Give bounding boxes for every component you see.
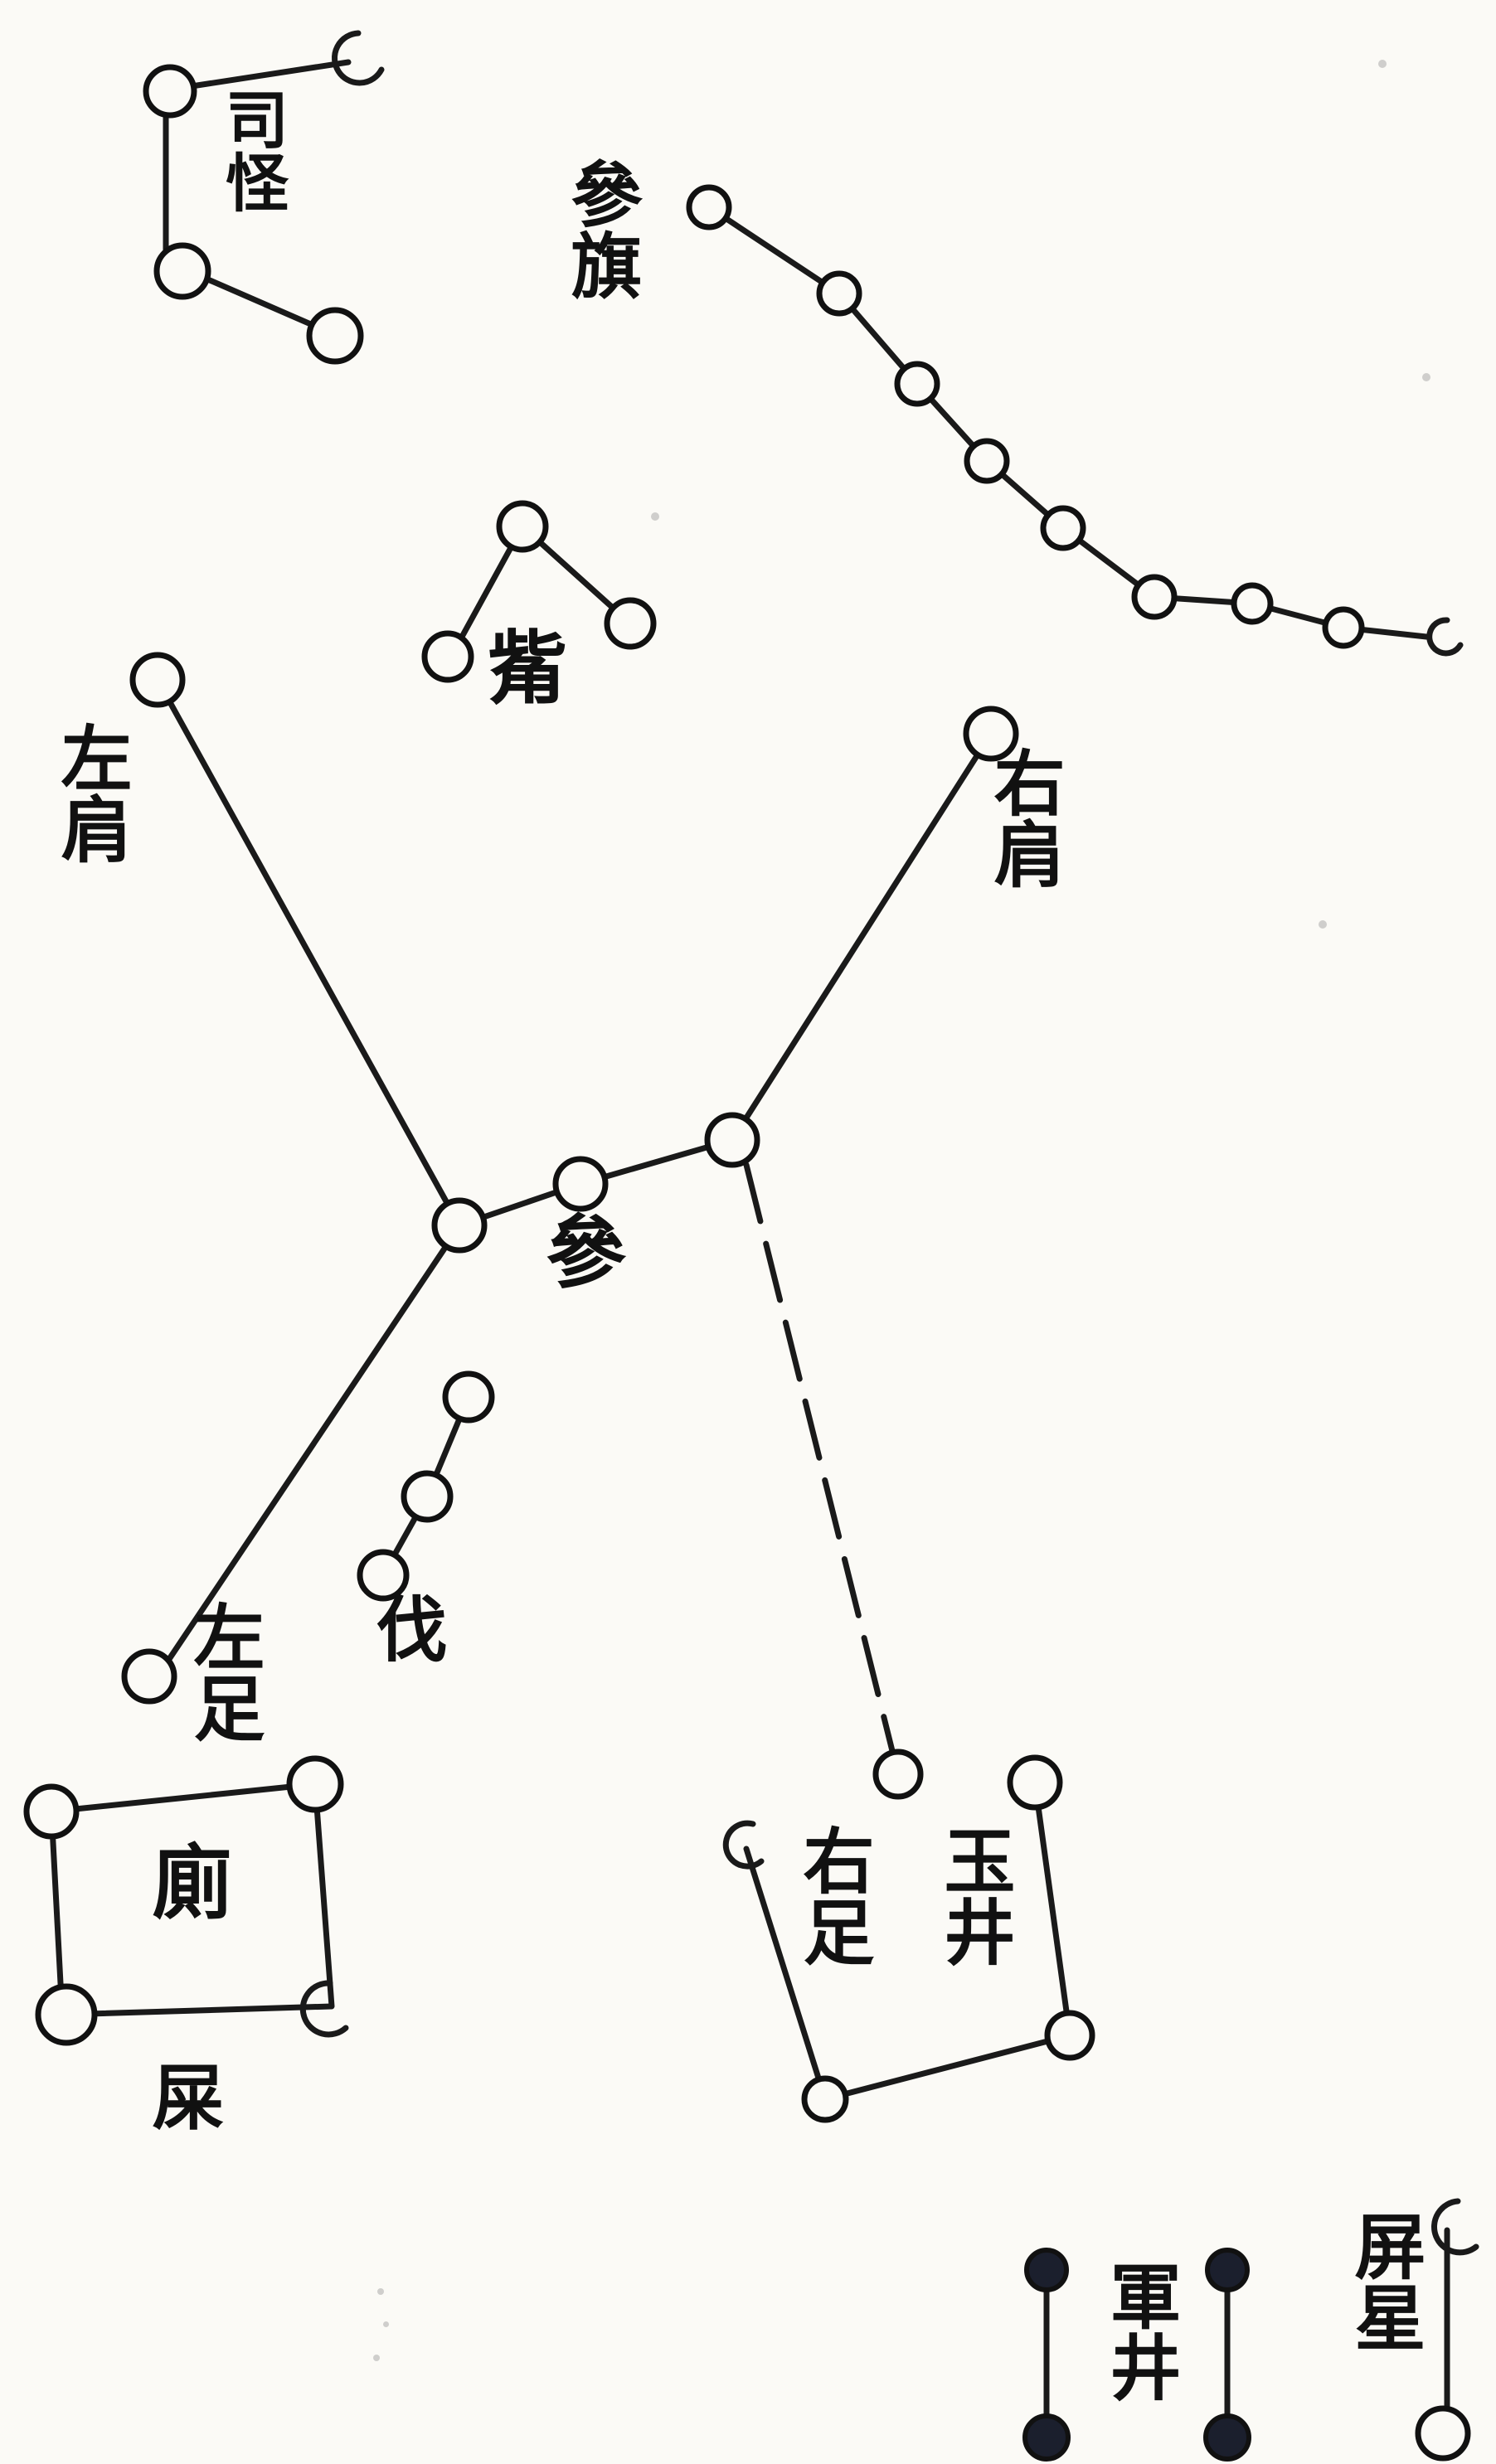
jun-jing-label: 軍井 bbox=[1097, 2259, 1181, 2402]
dark-star bbox=[1203, 2413, 1251, 2462]
ce-asterism bbox=[23, 1755, 349, 2046]
fa-asterism bbox=[357, 1370, 495, 1602]
partial-star bbox=[1426, 617, 1464, 657]
si-guai-line bbox=[167, 59, 352, 93]
star bbox=[143, 64, 197, 119]
star bbox=[357, 1549, 410, 1602]
shen-qi-label: 參旗 bbox=[558, 158, 642, 300]
yu-jing-line bbox=[743, 1779, 1073, 2103]
paper-speck bbox=[373, 2355, 380, 2361]
star bbox=[401, 1470, 454, 1523]
si-guai-label: 司怪 bbox=[215, 87, 289, 213]
ping-xing-asterism bbox=[1415, 2198, 1479, 2462]
yu-jing-asterism bbox=[722, 1754, 1095, 2123]
star bbox=[872, 1749, 924, 1800]
paper-speck bbox=[1319, 920, 1327, 929]
partial-star bbox=[332, 30, 385, 86]
star bbox=[604, 597, 657, 650]
fa-label: 伐 bbox=[363, 1592, 447, 1663]
star bbox=[686, 184, 732, 230]
star bbox=[442, 1370, 495, 1424]
shen-right-shoulder-line bbox=[729, 730, 994, 1143]
zuo-jian-label: 左肩 bbox=[48, 721, 132, 864]
you-jian-label: 右肩 bbox=[981, 746, 1065, 889]
star bbox=[286, 1755, 344, 1813]
star bbox=[153, 242, 211, 300]
shen-left-shoulder-line bbox=[154, 677, 463, 1229]
star bbox=[1415, 2405, 1471, 2462]
dark-star bbox=[1024, 2248, 1069, 2292]
star bbox=[704, 1112, 760, 1168]
shen-left-foot-line bbox=[154, 1243, 449, 1680]
star bbox=[1007, 1754, 1063, 1811]
partial-star bbox=[722, 1820, 765, 1870]
star bbox=[496, 500, 549, 553]
paper-speck bbox=[377, 2288, 384, 2295]
shen-qi-line bbox=[706, 204, 1430, 640]
partial-star bbox=[1431, 2198, 1479, 2256]
shi-label: 屎 bbox=[139, 2060, 223, 2132]
yu-jing-label: 玉井 bbox=[931, 1824, 1015, 1967]
partial-star bbox=[299, 1980, 349, 2038]
zuo-zu-label: 左足 bbox=[181, 1600, 265, 1743]
jun-jing-asterism bbox=[1022, 2248, 1251, 2462]
star bbox=[35, 1983, 98, 2046]
ce-box-line bbox=[48, 1781, 335, 2018]
star bbox=[306, 307, 364, 365]
dark-star bbox=[1205, 2248, 1250, 2292]
star bbox=[129, 652, 186, 708]
shen-asterism bbox=[121, 652, 1019, 1800]
paper-speck bbox=[1422, 373, 1430, 381]
star bbox=[963, 706, 1019, 762]
star bbox=[23, 1783, 80, 1840]
you-zu-label: 右足 bbox=[790, 1824, 874, 1967]
zi-label: 觜 bbox=[474, 626, 568, 706]
star bbox=[431, 1197, 488, 1254]
star bbox=[1044, 2010, 1095, 2061]
ce-label: 廁 bbox=[138, 1841, 232, 1920]
shen-label: 參 bbox=[532, 1210, 626, 1290]
si-guai-asterism bbox=[143, 30, 385, 365]
star bbox=[801, 2075, 849, 2123]
star bbox=[964, 438, 1010, 484]
dark-star bbox=[1022, 2413, 1071, 2462]
shen-right-foot-line bbox=[743, 1162, 901, 1778]
star bbox=[1131, 574, 1178, 620]
shen-qi-asterism bbox=[686, 184, 1464, 657]
star bbox=[1040, 505, 1086, 551]
zi-asterism bbox=[421, 500, 657, 683]
star bbox=[894, 361, 940, 407]
paper-speck bbox=[651, 512, 659, 521]
star bbox=[1322, 606, 1365, 649]
star bbox=[552, 1156, 609, 1212]
ping-xing-label: 屏星 bbox=[1342, 2209, 1426, 2352]
star bbox=[121, 1648, 177, 1705]
paper-speck bbox=[1378, 60, 1387, 68]
paper-speck bbox=[383, 2321, 389, 2327]
star bbox=[1231, 582, 1274, 625]
star bbox=[421, 630, 474, 683]
star bbox=[816, 270, 862, 317]
